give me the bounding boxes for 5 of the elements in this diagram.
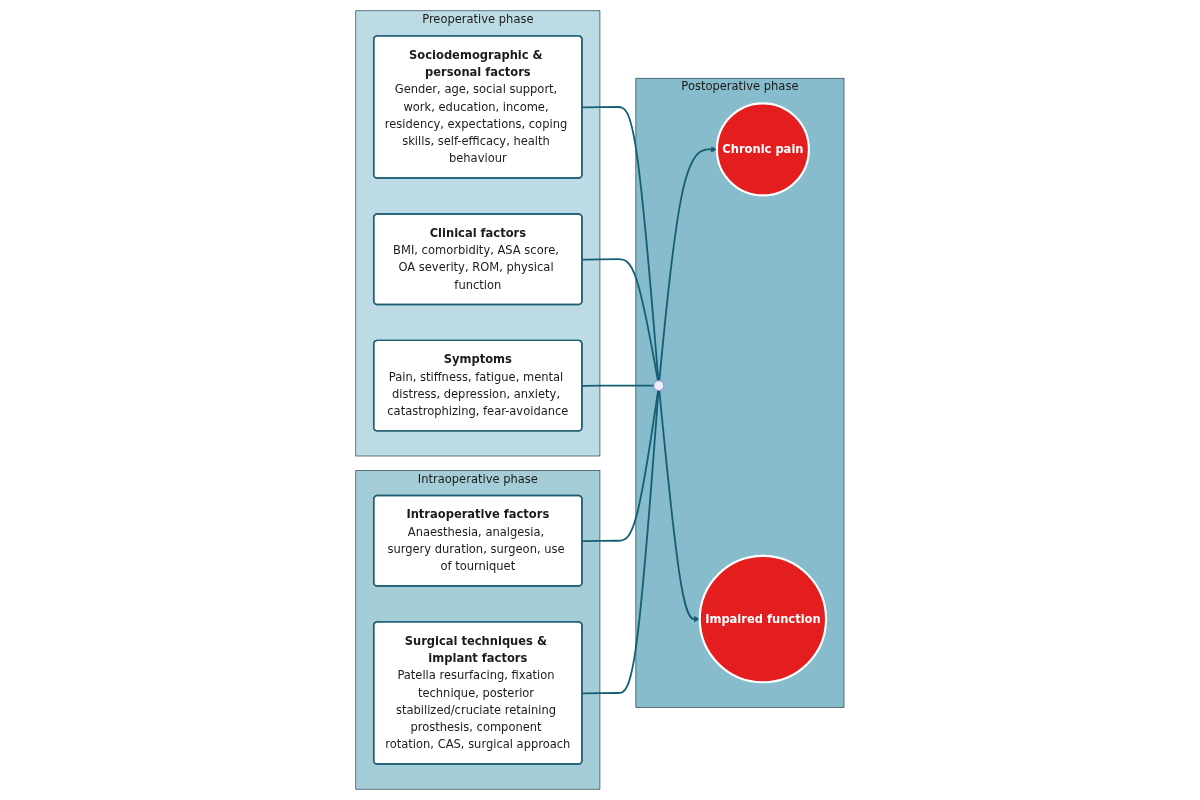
node-circle: Chronic pain — [715, 102, 811, 197]
arrow — [658, 146, 718, 382]
node-circle: Impaired function — [698, 554, 828, 684]
node-circle — [653, 380, 665, 392]
arrow — [658, 389, 701, 623]
